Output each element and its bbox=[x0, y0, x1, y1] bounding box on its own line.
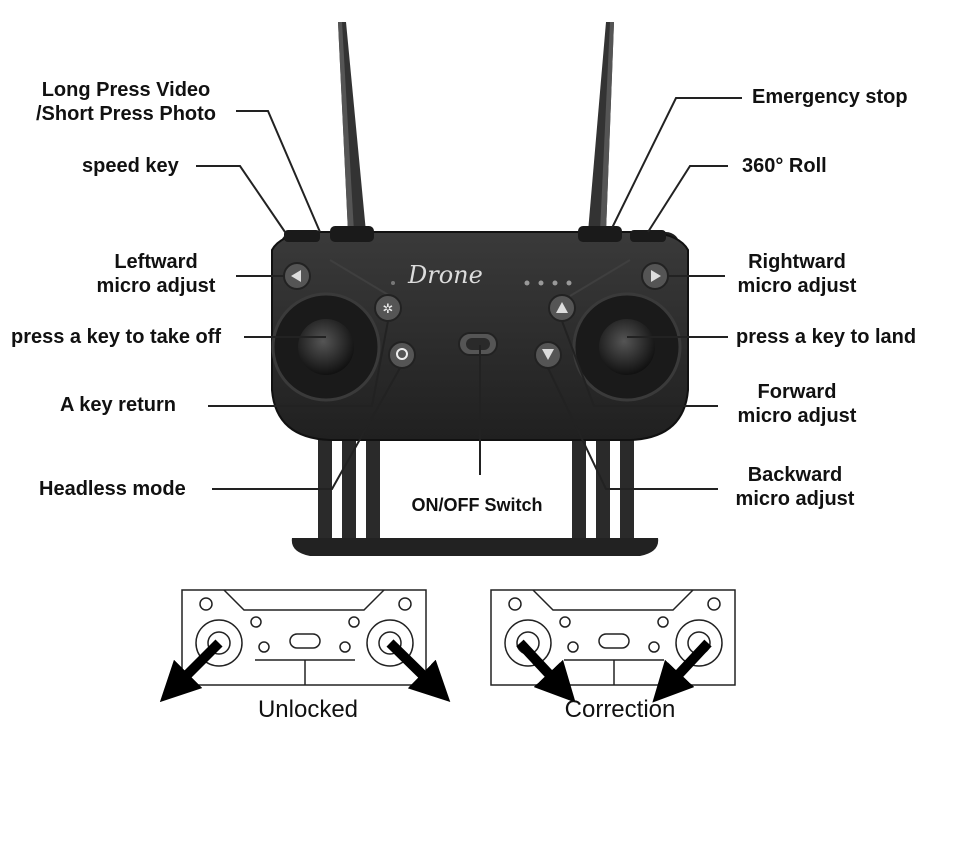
arrow-left-icon bbox=[291, 270, 301, 282]
arrow-down-right-icon bbox=[516, 639, 576, 703]
arrow-down-right-icon bbox=[386, 639, 451, 702]
brand-logo: Drone bbox=[407, 261, 483, 289]
label-long-press-line2: /Short Press Photo bbox=[35, 103, 217, 125]
on-off-switch[interactable] bbox=[458, 332, 498, 356]
label-backward-line2: micro adjust bbox=[735, 488, 855, 510]
backward-micro-adjust-button[interactable] bbox=[534, 341, 562, 369]
label-backward-line1: Backward bbox=[747, 464, 843, 486]
arrow-right-icon bbox=[651, 270, 661, 282]
label-key-return: A key return bbox=[60, 394, 176, 416]
label-forward: Forward micro adjust bbox=[738, 380, 857, 428]
label-rightward: Rightward micro adjust bbox=[738, 250, 857, 298]
label-on-off: ON/OFF Switch bbox=[411, 495, 543, 515]
rightward-micro-adjust-button[interactable] bbox=[641, 262, 669, 290]
leader-lines bbox=[196, 97, 742, 490]
unlocked-arrows bbox=[159, 639, 451, 703]
label-rightward-line2: micro adjust bbox=[737, 275, 857, 297]
correction-diagram bbox=[490, 589, 736, 686]
indicator-lights bbox=[391, 280, 572, 286]
unlocked-diagram bbox=[181, 589, 427, 686]
label-take-off: press a key to take off bbox=[11, 326, 222, 348]
label-forward-line2: micro adjust bbox=[737, 405, 857, 427]
headless-mode-button[interactable] bbox=[388, 341, 416, 369]
propeller-icon: ✲ bbox=[383, 302, 394, 317]
label-rightward-line1: Rightward bbox=[748, 251, 846, 273]
arrow-down-left-icon bbox=[159, 639, 223, 703]
label-long-press: Long Press Video /Short Press Photo bbox=[36, 78, 216, 126]
label-leftward-line1: Leftward bbox=[114, 251, 198, 273]
forward-micro-adjust-button[interactable] bbox=[548, 294, 576, 322]
left-antenna bbox=[338, 22, 366, 232]
caption-unlocked: Unlocked bbox=[257, 696, 359, 723]
leftward-micro-adjust-button[interactable] bbox=[283, 262, 311, 290]
label-land: press a key to land bbox=[736, 326, 917, 348]
caption-correction: Correction bbox=[564, 696, 676, 723]
take-off-button[interactable]: ✲ bbox=[374, 294, 402, 322]
label-speed-key: speed key bbox=[82, 155, 179, 177]
correction-arrows bbox=[516, 639, 712, 703]
arrow-up-icon bbox=[556, 302, 568, 313]
label-emergency: Emergency stop bbox=[752, 86, 908, 108]
label-leftward: Leftward micro adjust bbox=[97, 250, 216, 298]
label-long-press-line1: Long Press Video bbox=[41, 79, 211, 101]
headless-icon bbox=[396, 348, 408, 360]
left-joystick[interactable] bbox=[271, 292, 381, 402]
arrow-down-left-icon bbox=[652, 639, 712, 703]
arrow-down-icon bbox=[542, 349, 554, 360]
label-roll: 360° Roll bbox=[742, 155, 827, 177]
right-antenna bbox=[588, 22, 614, 232]
label-forward-line1: Forward bbox=[757, 381, 837, 403]
right-joystick[interactable] bbox=[572, 292, 682, 402]
label-leftward-line2: micro adjust bbox=[96, 275, 216, 297]
label-backward: Backward micro adjust bbox=[736, 463, 855, 511]
label-headless: Headless mode bbox=[39, 478, 186, 500]
